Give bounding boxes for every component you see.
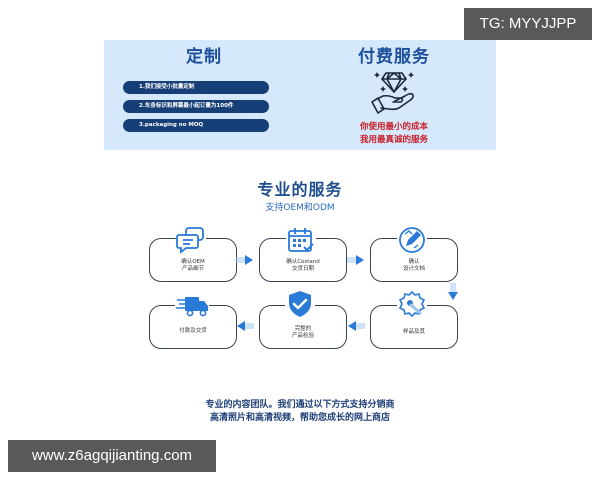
diamond-in-hand-icon	[371, 72, 414, 114]
step-label: 确认Costand	[286, 259, 320, 265]
step-label: 产品检验	[291, 333, 314, 339]
step-label: 交货日期	[291, 266, 314, 272]
customization-item: 1.我们接受小批量定制	[123, 81, 269, 94]
promo-banner: 定制 1.我们接受小批量定制 2.车身标识和屏幕最小起订量为100件 3.pac…	[104, 40, 496, 150]
slogan-line: 我用最真诚的服务	[359, 135, 428, 145]
step-label: 产品细节	[181, 266, 204, 272]
slogan-line: 你使用最小的成本	[359, 122, 428, 132]
step-label: 完整的	[294, 326, 312, 332]
gear-wrench-icon	[397, 290, 427, 318]
step-label: 付款及交货	[179, 328, 207, 334]
flow-arrow-left-icon	[348, 321, 365, 331]
design-pencil-icon	[397, 226, 427, 254]
step-label: 设计文档	[402, 266, 425, 272]
delivery-truck-icon	[175, 292, 209, 320]
paid-service-title: 付费服务	[358, 47, 430, 67]
step-card-design-docs: 确认 设计文档	[370, 238, 458, 282]
step-label: 确认OEM	[181, 259, 205, 265]
customization-item: 3.packaging no MOQ	[123, 119, 269, 132]
chat-icon	[176, 226, 206, 254]
flow-arrow-down-icon	[448, 283, 458, 300]
services-subtitle: 支持OEM和ODM	[265, 203, 335, 213]
footer-line: 高清照片和高清视频，帮助您成长的网上商店	[209, 413, 390, 423]
services-title: 专业的服务	[257, 180, 343, 199]
customization-panel: 定制 1.我们接受小批量定制 2.车身标识和屏幕最小起订量为100件 3.pac…	[104, 40, 304, 150]
step-label: 确认	[408, 259, 420, 265]
tg-watermark: TG: MYYJJPP	[464, 8, 592, 40]
flow-arrow-right-icon	[236, 255, 253, 265]
step-label: 样品及其	[402, 329, 425, 335]
paid-service-panel: 付费服务 你使用最小的成本 我用最真诚的服务	[304, 40, 496, 150]
flow-arrow-right-icon	[347, 255, 364, 265]
calendar-icon	[286, 226, 316, 254]
site-watermark: www.z6agqijianting.com	[8, 440, 216, 472]
customization-title: 定制	[186, 47, 222, 67]
shield-check-icon	[285, 290, 315, 318]
customization-item: 2.车身标识和屏幕最小起订量为100件	[123, 100, 269, 113]
flow-arrow-left-icon	[237, 321, 254, 331]
footer-line: 专业的内容团队。我们通过以下方式支持分销商	[205, 400, 395, 410]
